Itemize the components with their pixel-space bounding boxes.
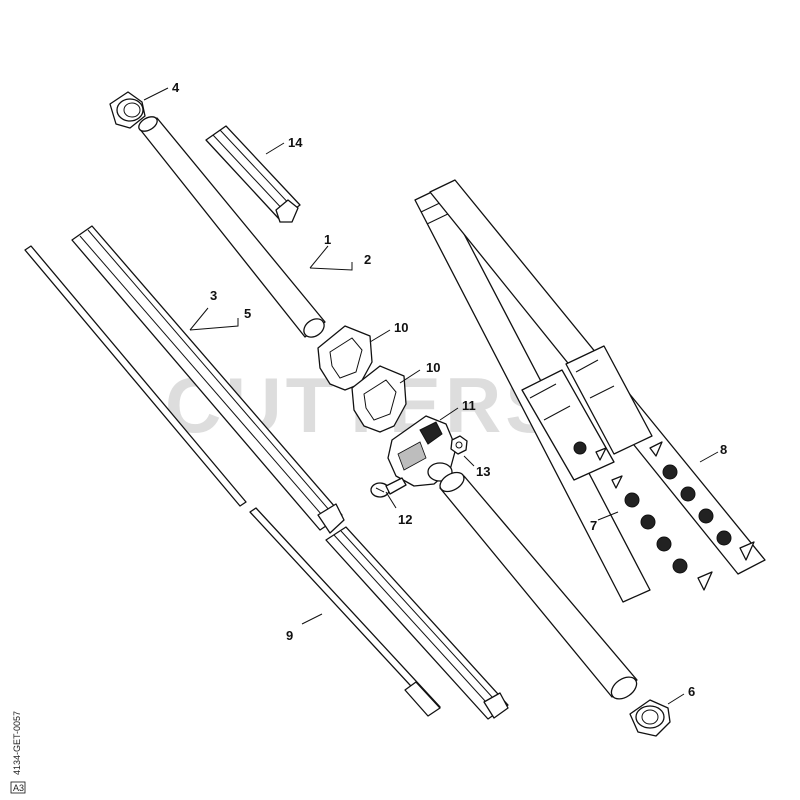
part-4-end-cap: [109, 91, 146, 129]
part-shaft-tube: [439, 471, 638, 700]
part-12-screw: [370, 477, 407, 498]
part-2-upper-tube: [138, 116, 326, 338]
part-5-profile-tube-upper: [71, 225, 345, 534]
drawing-code: 4134-GET-0057: [12, 711, 22, 775]
callout-1: 1: [324, 232, 331, 247]
corner-mark-box: [10, 781, 26, 794]
callout-10-upper: 10: [394, 320, 408, 335]
corner-mark: A3: [13, 783, 24, 793]
part-7-warning-label-strip: [414, 187, 713, 603]
callout-3: 3: [210, 288, 217, 303]
part-8-warning-label-strip: [429, 179, 766, 575]
leader-lines: [143, 87, 719, 705]
callout-4: 4: [172, 80, 180, 95]
callout-13: 13: [476, 464, 490, 479]
part-10-clamp-lower: [351, 365, 407, 433]
callout-14: 14: [288, 135, 303, 150]
part-13-nut: [450, 435, 468, 455]
callout-10-lower: 10: [426, 360, 440, 375]
part-profile-tube-lower: [325, 526, 509, 720]
part-11-handle-housing: [387, 415, 457, 487]
part-9-drive-rod: [24, 245, 441, 717]
callout-5: 5: [244, 306, 251, 321]
callout-12: 12: [398, 512, 412, 527]
part-14-profile-insert: [205, 125, 301, 223]
callout-6: 6: [688, 684, 695, 699]
callout-8: 8: [720, 442, 727, 457]
callout-7: 7: [590, 518, 597, 533]
callout-9: 9: [286, 628, 293, 643]
callout-2: 2: [364, 252, 371, 267]
part-6-end-cap: [629, 699, 671, 737]
callout-11: 11: [462, 398, 476, 413]
